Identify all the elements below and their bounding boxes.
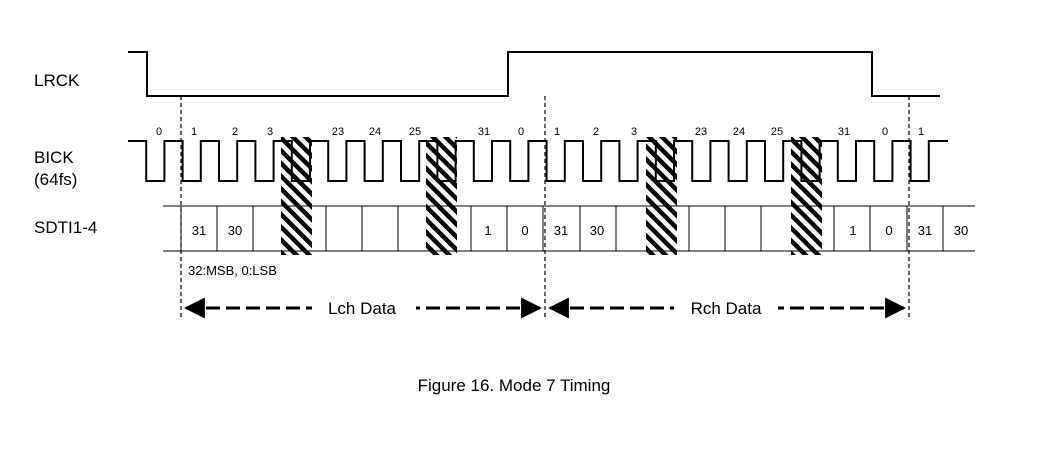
bit-number: 3: [267, 126, 273, 138]
bit-number: 25: [409, 126, 421, 138]
sdti-cell: 31: [554, 223, 568, 238]
bit-number: 0: [518, 126, 524, 138]
bit-number: 1: [554, 126, 560, 138]
sdti-cell: 0: [521, 223, 528, 238]
sdti-cell: 1: [849, 223, 856, 238]
bit-number: 2: [593, 126, 599, 138]
sdti-cell: 30: [228, 223, 242, 238]
bit-number: 24: [733, 126, 745, 138]
bit-number: 2: [232, 126, 238, 138]
bit-number: 24: [369, 126, 381, 138]
bit-number: 0: [156, 126, 162, 138]
bit-number: 31: [478, 126, 490, 138]
bit-number: 23: [332, 126, 344, 138]
bick-rate-label: (64fs): [34, 170, 77, 189]
bit-number: 25: [771, 126, 783, 138]
bick-bit-labels: 0 1 2 3 23 24 25 31 0 1 2 3 23 24 25 31 …: [156, 126, 924, 138]
sdti-cell: 0: [885, 223, 892, 238]
bick-waveform: [128, 140, 948, 182]
bit-number: 0: [882, 126, 888, 138]
bit-number: 23: [695, 126, 707, 138]
sdti-cell: 31: [918, 223, 932, 238]
omitted-bit-blocks: [281, 137, 822, 255]
bit-number: 31: [838, 126, 850, 138]
sdti-cell-dividers: [180, 206, 944, 251]
bick-label: BICK: [34, 148, 74, 167]
lch-span-label: Lch Data: [328, 299, 397, 318]
omitted-bits-hatch: [791, 137, 822, 255]
sdti-label: SDTI1-4: [34, 218, 97, 237]
sdti-cell: 30: [954, 223, 968, 238]
omitted-bits-hatch: [426, 137, 457, 255]
sdti-cell: 31: [192, 223, 206, 238]
omitted-bits-hatch: [281, 137, 312, 255]
sdti-cells: 31 30 1 0 31 30 1 0 31 30: [192, 223, 968, 238]
sdti-cell: 1: [484, 223, 491, 238]
bit-number: 3: [631, 126, 637, 138]
omitted-bits-hatch: [646, 137, 677, 255]
lrck-label: LRCK: [34, 71, 80, 90]
bit-order-note: 32:MSB, 0:LSB: [188, 263, 277, 278]
lrck-waveform: [128, 51, 940, 97]
figure-caption: Figure 16. Mode 7 Timing: [418, 376, 611, 395]
sdti-cell: 30: [590, 223, 604, 238]
rch-span-label: Rch Data: [691, 299, 762, 318]
bit-number: 1: [918, 126, 924, 138]
bit-number: 1: [191, 126, 197, 138]
